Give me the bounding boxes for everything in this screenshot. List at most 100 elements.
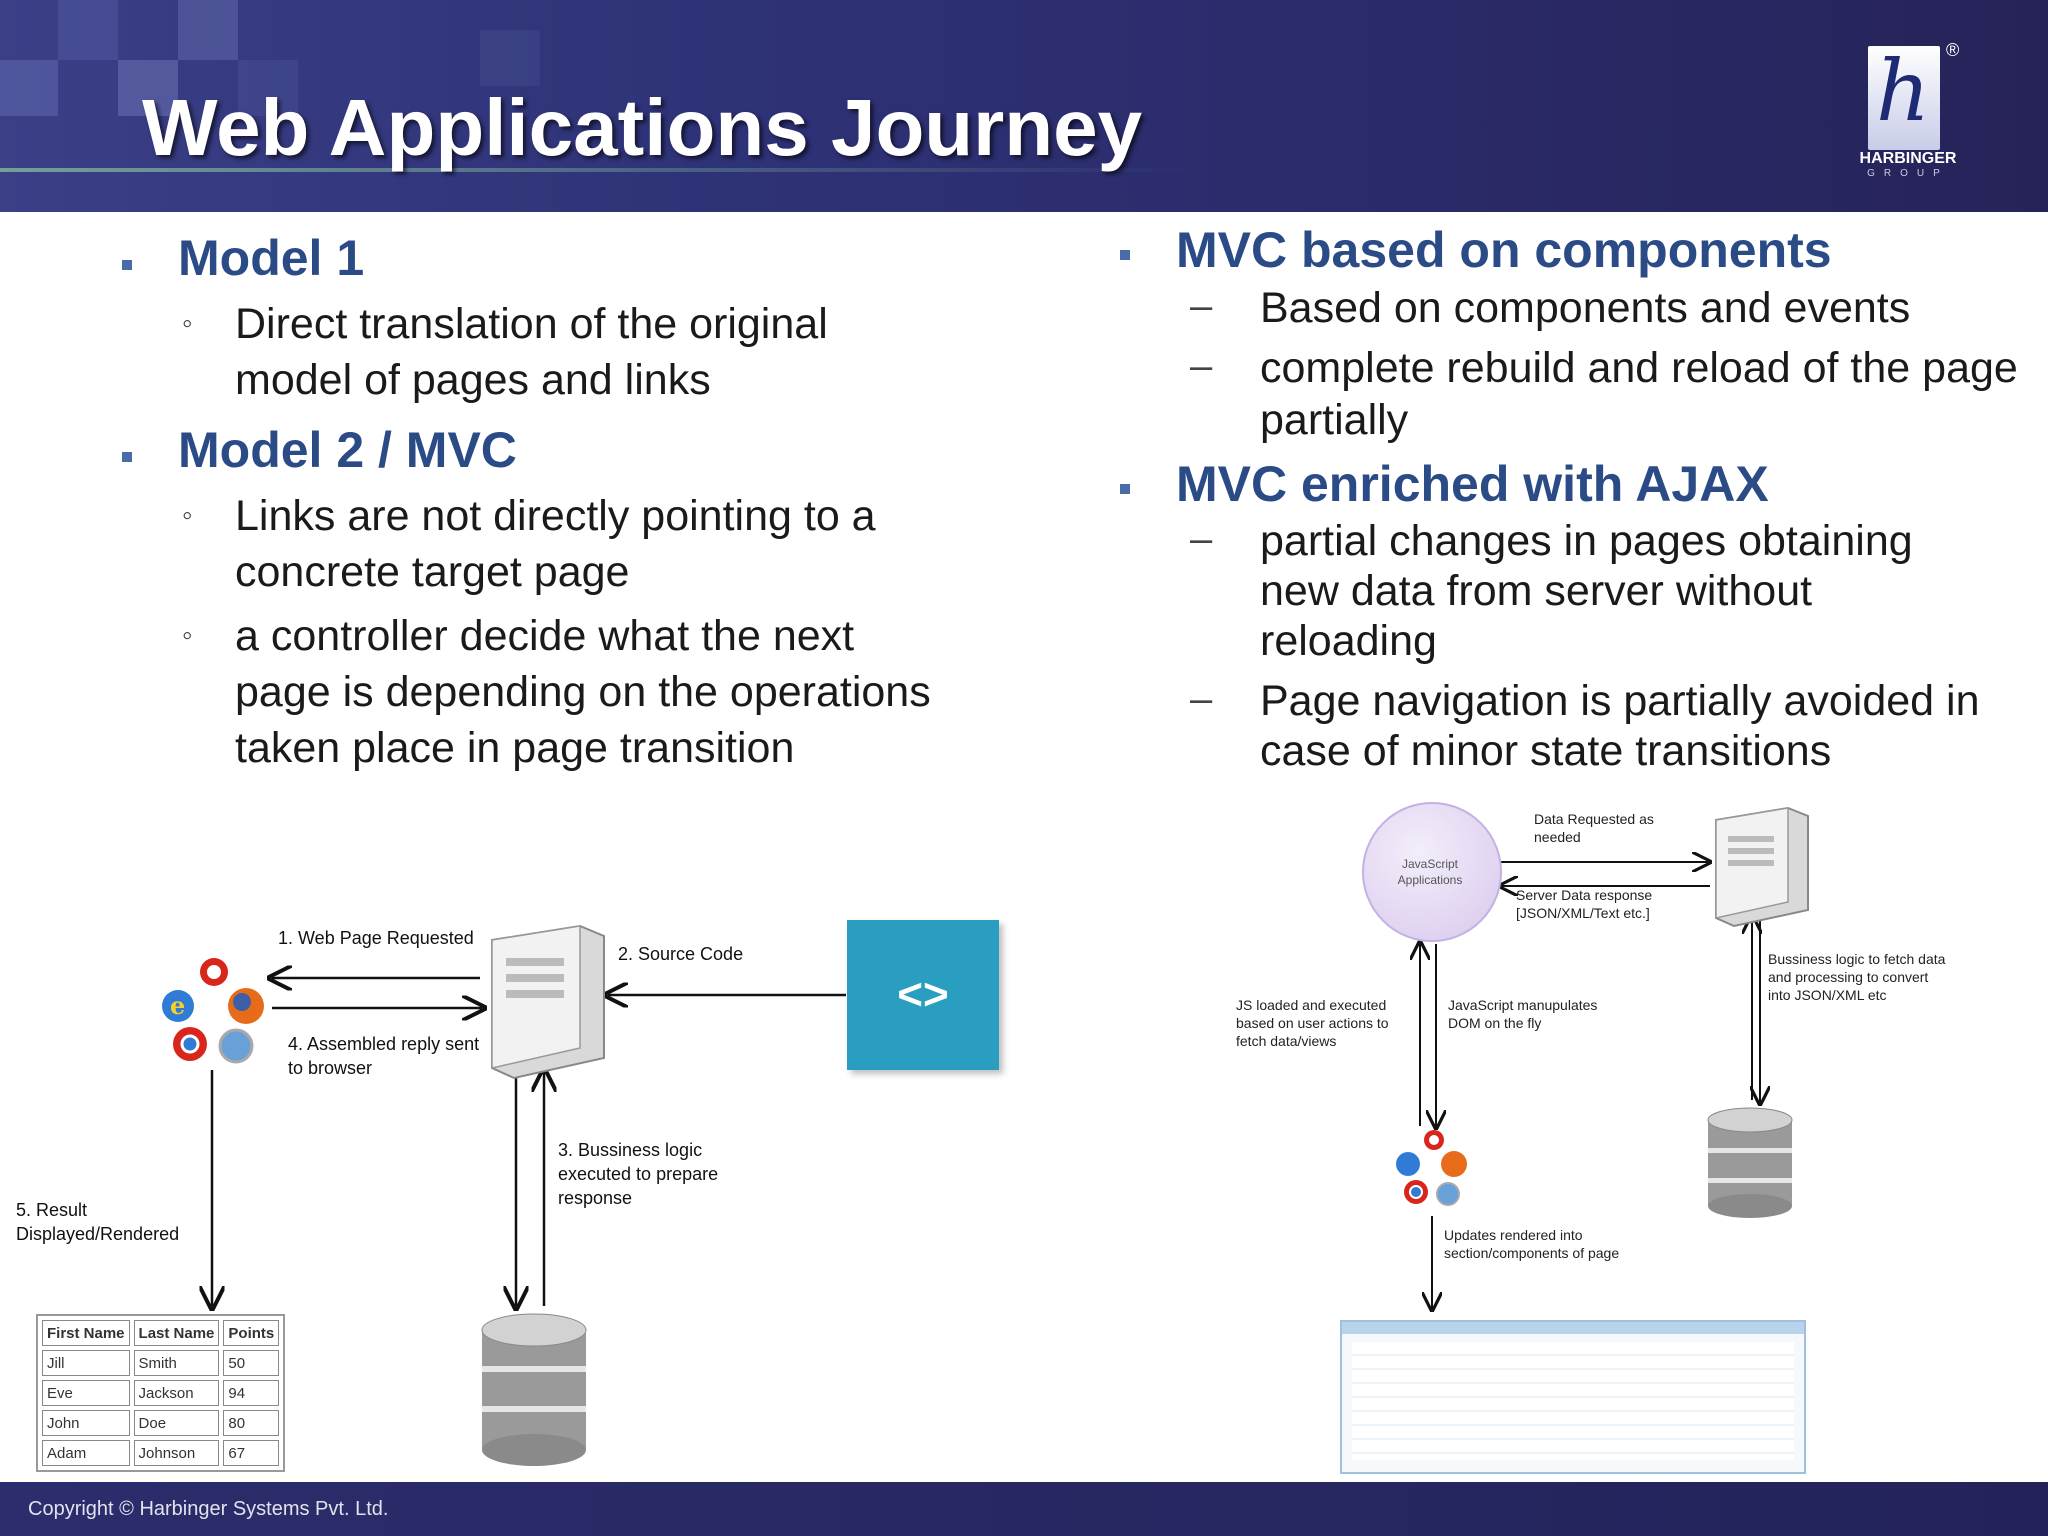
sub-bullet: – complete rebuild and reload of the pag… bbox=[1118, 342, 2018, 446]
sub-bullet-text: partial changes in pages obtaining new d… bbox=[1260, 517, 1913, 665]
bullet-label: MVC enriched with AJAX bbox=[1176, 456, 1769, 512]
left-bullets: Model 1 ◦ Direct translation of the orig… bbox=[120, 230, 1000, 776]
source-code-icon: <> bbox=[847, 920, 999, 1070]
square-bullet-icon bbox=[122, 452, 132, 462]
bullet-mvc-components: MVC based on components bbox=[1118, 222, 2018, 282]
bullet-model2: Model 2 / MVC bbox=[120, 422, 1000, 488]
table-cell: Jackson bbox=[133, 1380, 220, 1406]
table-cell: Doe bbox=[133, 1410, 220, 1436]
updates-label: Updates rendered into section/components… bbox=[1444, 1227, 1620, 1261]
table-cell: Adam bbox=[42, 1440, 130, 1466]
slide-header: Web Applications Journey h ® HARBINGER G… bbox=[0, 0, 2048, 212]
dash-bullet-icon: – bbox=[1190, 517, 1213, 561]
browsers-icon bbox=[1396, 1130, 1467, 1206]
business-logic-label: Bussiness logic to fetch data and proces… bbox=[1768, 951, 1946, 1003]
sub-bullet: – partial changes in pages obtaining new… bbox=[1118, 516, 2018, 666]
js-app-label: JavaScript Applications bbox=[1397, 857, 1463, 887]
bullet-label: Model 1 bbox=[178, 230, 365, 286]
circle-bullet-icon: ◦ bbox=[182, 499, 193, 532]
bullet-label: Model 2 / MVC bbox=[178, 422, 517, 478]
circle-bullet-icon: ◦ bbox=[182, 619, 193, 652]
table-header: Points bbox=[223, 1320, 280, 1346]
decor-square bbox=[178, 0, 238, 60]
table-cell: 67 bbox=[223, 1440, 280, 1466]
table-cell: 94 bbox=[223, 1380, 280, 1406]
square-bullet-icon bbox=[1120, 250, 1130, 260]
table-cell: 80 bbox=[223, 1410, 280, 1436]
copyright-text: Copyright © Harbinger Systems Pvt. Ltd. bbox=[28, 1498, 389, 1520]
database-icon bbox=[481, 1313, 587, 1466]
data-grid-thumbnail bbox=[1340, 1320, 1806, 1474]
sub-bullet-text: complete rebuild and reload of the page … bbox=[1260, 344, 2018, 444]
table-header: Last Name bbox=[133, 1320, 220, 1346]
header-accent-line bbox=[0, 168, 1200, 172]
dash-bullet-icon: – bbox=[1190, 284, 1213, 328]
sub-bullet-text: a controller decide what the next page i… bbox=[235, 612, 931, 772]
registered-mark: ® bbox=[1946, 40, 1960, 60]
dash-bullet-icon: – bbox=[1190, 677, 1213, 721]
harbinger-logo: h ® HARBINGER GROUP bbox=[1858, 40, 1960, 190]
browsers-icon: e bbox=[162, 958, 264, 1064]
table-cell: 50 bbox=[223, 1350, 280, 1376]
sub-bullet: ◦ a controller decide what the next page… bbox=[120, 608, 1000, 776]
step3-label: 3. Bussiness logic executed to prepare r… bbox=[558, 1140, 719, 1208]
slide-footer bbox=[0, 1482, 2048, 1536]
logo-name: HARBINGER bbox=[1859, 150, 1957, 167]
table-cell: Jill bbox=[42, 1350, 130, 1376]
table-cell: John bbox=[42, 1410, 130, 1436]
square-bullet-icon bbox=[122, 260, 132, 270]
dash-bullet-icon: – bbox=[1190, 344, 1213, 388]
js-app-circle bbox=[1362, 802, 1502, 942]
step2-label: 2. Source Code bbox=[618, 944, 744, 964]
decor-square bbox=[238, 60, 298, 116]
logo-sub: GROUP bbox=[1867, 168, 1949, 179]
svg-text:e: e bbox=[170, 991, 185, 1020]
harbinger-h-logo-icon: h bbox=[1876, 42, 1931, 140]
right-bullets: MVC based on components – Based on compo… bbox=[1118, 222, 2018, 776]
sub-bullet: ◦ Links are not directly pointing to a c… bbox=[120, 488, 1000, 600]
slide-title: Web Applications Journey bbox=[142, 83, 1143, 172]
server-icon bbox=[1715, 806, 1809, 928]
decor-square bbox=[58, 0, 118, 60]
table-header-row: First Name Last Name Points bbox=[42, 1320, 280, 1346]
logo-box bbox=[1868, 46, 1940, 150]
bullet-label: MVC based on components bbox=[1176, 222, 1832, 278]
sub-bullet-text: Links are not directly pointing to a con… bbox=[235, 492, 876, 596]
bullet-model1: Model 1 bbox=[120, 230, 1000, 296]
diagram-arrows bbox=[0, 0, 846, 1480]
database-icon bbox=[1707, 1107, 1793, 1218]
table-cell: Eve bbox=[42, 1380, 130, 1406]
decor-square bbox=[118, 60, 178, 116]
table-cell: Johnson bbox=[133, 1440, 220, 1466]
data-requested-label: Data Requested as needed bbox=[1534, 811, 1654, 845]
ajax-diagram: JavaScript Applications Data Requested a… bbox=[1020, 780, 2048, 1480]
decor-square bbox=[0, 60, 58, 116]
server-response-label: Server Data response [JSON/XML/Text etc.… bbox=[1516, 887, 1653, 921]
model-diagram: e <> 1. Web Page Requested 2. Source Cod… bbox=[0, 0, 1020, 1480]
sub-bullet-text: Direct translation of the original model… bbox=[235, 300, 828, 404]
sub-bullet: – Page navigation is partially avoided i… bbox=[1118, 676, 2018, 776]
bullet-mvc-ajax: MVC enriched with AJAX bbox=[1118, 456, 2018, 516]
table-cell: Smith bbox=[133, 1350, 220, 1376]
step4-label: 4. Assembled reply sent to browser bbox=[288, 1034, 480, 1078]
dom-manip-label: JavaScript manupulates DOM on the fly bbox=[1448, 997, 1598, 1031]
sub-bullet-text: Based on components and events bbox=[1260, 284, 1911, 332]
grid-thumbnail-rows bbox=[1352, 1342, 1794, 1460]
square-bullet-icon bbox=[1120, 484, 1130, 494]
step1-label: 1. Web Page Requested bbox=[278, 928, 474, 948]
step5-label: 5. Result Displayed/Rendered bbox=[16, 1200, 180, 1244]
grid-thumbnail-header bbox=[1342, 1322, 1804, 1334]
sub-bullet: ◦ Direct translation of the original mod… bbox=[120, 296, 1000, 408]
sub-bullet-text: Page navigation is partially avoided in … bbox=[1260, 677, 1980, 775]
server-icon bbox=[491, 924, 605, 1080]
circle-bullet-icon: ◦ bbox=[182, 307, 193, 340]
sub-bullet: – Based on components and events bbox=[1118, 282, 2018, 334]
table-header: First Name bbox=[42, 1320, 130, 1346]
ajax-arrows bbox=[1020, 780, 2048, 1480]
js-loaded-label: JS loaded and executed based on user act… bbox=[1236, 997, 1389, 1049]
